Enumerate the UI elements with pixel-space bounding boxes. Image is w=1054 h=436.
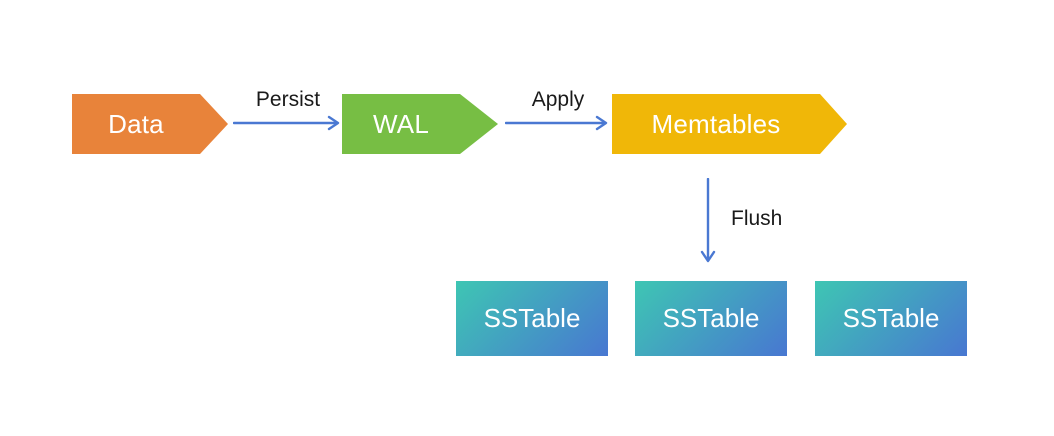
node-memtables-label: Memtables <box>651 108 781 139</box>
node-sstable-1: SSTable <box>456 281 608 356</box>
arrow-apply-right <box>505 115 608 131</box>
edge-label-persist: Persist <box>255 88 321 111</box>
node-wal: WAL <box>342 94 498 154</box>
node-wal-label: WAL <box>373 108 429 139</box>
node-sstable-3-label: SSTable <box>842 303 940 333</box>
edge-label-flush: Flush <box>731 207 783 230</box>
node-sstable-2: SSTable <box>635 281 787 356</box>
arrow-persist-right <box>233 115 340 131</box>
node-data: Data <box>72 94 228 154</box>
node-data-label: Data <box>108 108 164 139</box>
node-sstable-3: SSTable <box>815 281 967 356</box>
edge-label-apply: Apply <box>531 88 585 111</box>
arrow-flush-down <box>700 178 716 263</box>
node-sstable-2-label: SSTable <box>662 303 760 333</box>
node-memtables: Memtables <box>612 94 847 154</box>
node-sstable-1-label: SSTable <box>483 303 581 333</box>
